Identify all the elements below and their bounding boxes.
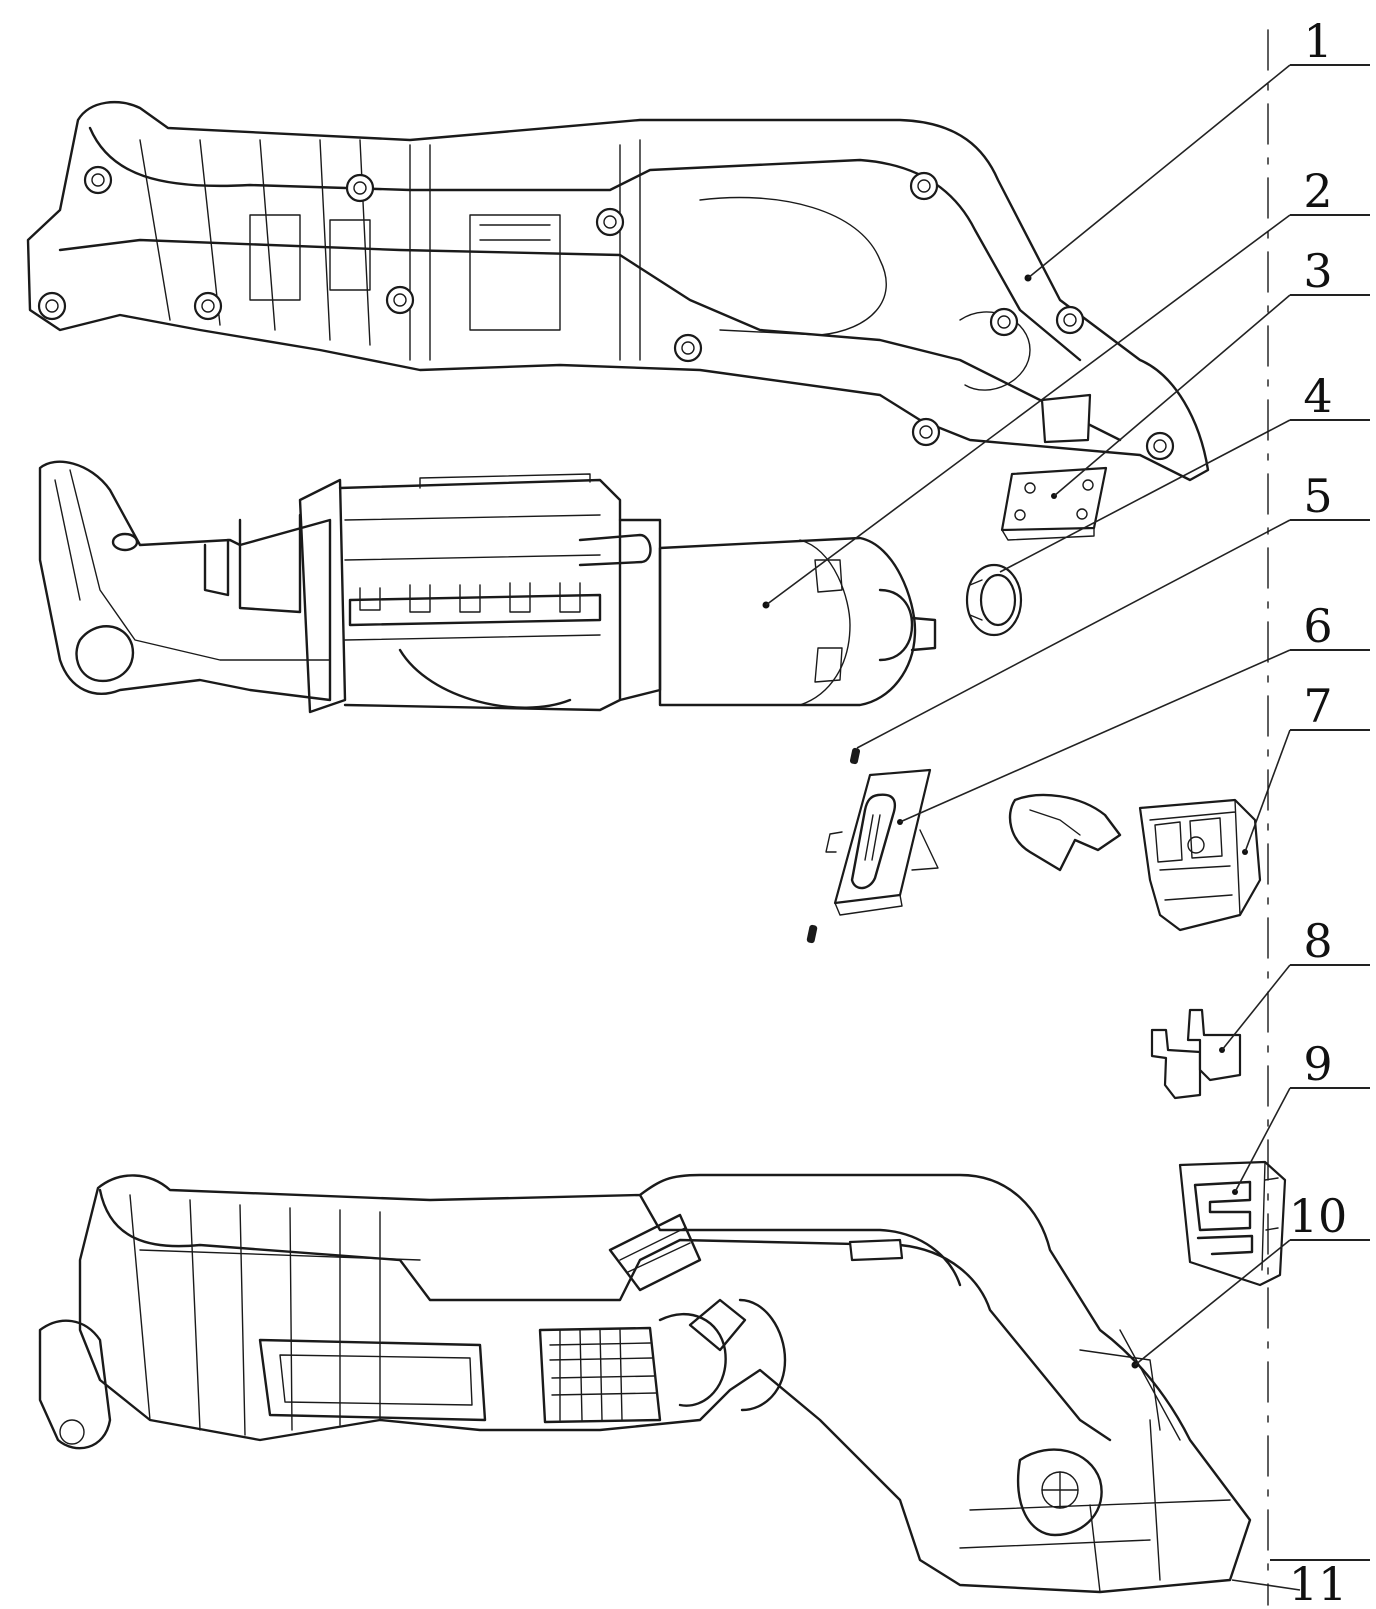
switch-plate xyxy=(825,768,939,916)
label-11: 11 xyxy=(1289,1557,1348,1609)
battery-terminals xyxy=(1150,1008,1242,1100)
label-5: 5 xyxy=(1303,469,1332,523)
label-underlines xyxy=(1267,29,1370,1606)
label-3: 3 xyxy=(1303,244,1332,298)
terminal-block xyxy=(1178,1160,1287,1287)
motor-gearbox-assembly xyxy=(38,460,937,714)
label-4: 4 xyxy=(1303,369,1332,423)
label-7: 7 xyxy=(1303,679,1332,733)
trigger-switch xyxy=(1008,793,1262,932)
leader-lines xyxy=(765,64,1301,1591)
label-10: 10 xyxy=(1289,1189,1348,1243)
label-8: 8 xyxy=(1303,914,1332,968)
bearing-ring xyxy=(965,563,1023,637)
control-board xyxy=(1000,466,1108,541)
small-pins xyxy=(806,747,861,944)
part-number-labels: 1 2 3 4 5 6 7 8 9 10 11 xyxy=(1289,14,1348,1609)
label-6: 6 xyxy=(1303,599,1332,653)
screw-boss-set xyxy=(37,165,1175,461)
housing-right-assembled xyxy=(38,1173,1252,1594)
housing-left-half xyxy=(26,101,1210,482)
label-9: 9 xyxy=(1303,1037,1332,1091)
label-1: 1 xyxy=(1303,14,1332,68)
label-2: 2 xyxy=(1303,164,1332,218)
